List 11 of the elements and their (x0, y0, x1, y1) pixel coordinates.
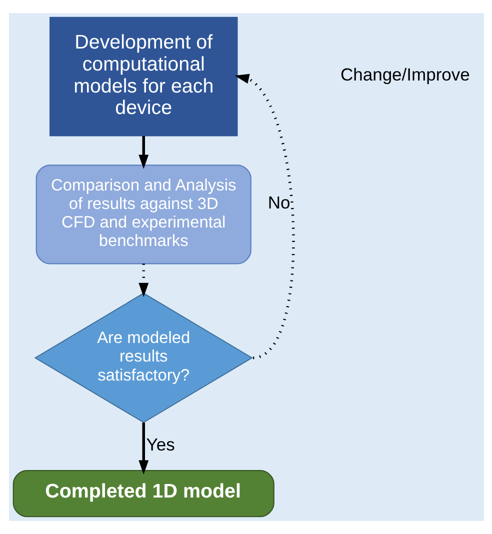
node-box: Comparison and Analysis of results against 3D CFD and experimental benchmarks (35, 164, 251, 264)
node-box: Completed 1D model (12, 470, 274, 518)
arrow (138, 264, 148, 298)
node-diamond: Are modeled results satisfactory? (34, 292, 253, 424)
arrow (138, 136, 148, 169)
edge-label: Yes (146, 434, 174, 455)
arrow (234, 74, 294, 360)
edge-label: No (267, 192, 290, 212)
node-box: Development of computational models for each device (49, 16, 238, 136)
arrow (138, 422, 148, 475)
label: Change/Improve (340, 64, 470, 85)
